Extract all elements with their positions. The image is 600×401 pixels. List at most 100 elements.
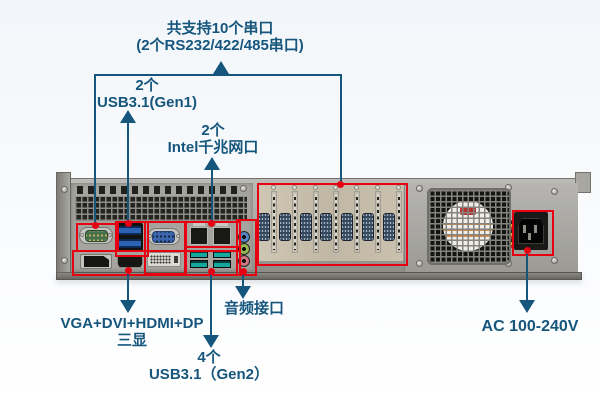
screw-icon (312, 185, 318, 190)
arrow-lan (204, 157, 220, 170)
screw-icon (108, 233, 112, 237)
label-audio: 音频接口 (224, 300, 284, 317)
chassis-bottom-rail (56, 272, 582, 280)
screw-icon (80, 233, 84, 237)
audio-line-in-jack (238, 231, 250, 243)
label-usb-gen1: 2个 USB3.1(Gen1) (97, 77, 197, 111)
bracket-left-line (94, 74, 96, 226)
arrow-audio (235, 286, 251, 299)
screw-icon (61, 257, 68, 264)
screw-icon (354, 185, 360, 190)
ac-pin (534, 225, 537, 233)
audio-mic-jack (238, 255, 250, 267)
expansion-slot (362, 184, 383, 261)
label-usb-gen2: 4个 USB3.1（Gen2） (149, 349, 269, 383)
dot-usb-gen2 (208, 268, 215, 275)
expansion-serial-db9-port (320, 213, 333, 241)
ac-pin (523, 225, 526, 233)
expansion-serial-db9-port (362, 213, 374, 241)
screw-icon (375, 185, 380, 190)
serial-db9-port (85, 230, 108, 242)
screw-icon (395, 185, 401, 190)
highlight-usb-gen1 (115, 221, 149, 257)
expansion-slots (258, 184, 403, 261)
line-display (127, 271, 129, 301)
usb3-gen1-port (119, 239, 141, 248)
audio-line-out-jack (238, 243, 250, 255)
label-usb-gen2-line2: USB3.1（Gen2） (148, 366, 270, 383)
bracket-vent-strip (333, 191, 340, 253)
expansion-serial-db9-port (341, 213, 354, 241)
bracket-vent-strip (291, 191, 298, 253)
usb3-gen2-port (190, 260, 208, 268)
highlight-usb-gen2 (185, 246, 241, 276)
arrow-ac (519, 300, 535, 313)
label-usb-gen2-line1: 4个 (197, 349, 221, 366)
bracket-vent-strip (395, 191, 402, 253)
arrow-display (120, 300, 136, 313)
label-display: VGA+DVI+HDMI+DP 三显 (61, 315, 204, 349)
label-usb-gen1-line1: 2个 (135, 77, 159, 94)
label-lan-line1: 2个 (201, 122, 225, 139)
displayport-port (84, 256, 109, 267)
arrow-usb-gen1 (120, 110, 136, 123)
label-serial-total: 共支持10个串口 (2个RS232/422/485串口) (136, 20, 304, 54)
dot-expansion (337, 181, 344, 188)
label-display-line2: 三显 (116, 332, 147, 349)
label-lan-line2: Intel千兆网口 (167, 139, 259, 156)
label-audio-line1: 音频接口 (223, 300, 285, 317)
vent-slots-row (77, 186, 237, 194)
bracket-vent-strip (312, 191, 319, 253)
highlight-ac-inlet (512, 210, 554, 256)
expansion-slot (320, 184, 341, 261)
dvi-slot (174, 256, 178, 263)
label-lan: 2个 Intel千兆网口 (168, 122, 259, 156)
label-usb-gen1-line2: USB3.1(Gen1) (96, 94, 198, 111)
usb3-gen1-port (119, 226, 141, 235)
expansion-serial-db9-port (258, 213, 270, 241)
screw-icon (240, 185, 247, 192)
line-usb-gen1 (127, 121, 129, 224)
ac-pin (528, 233, 531, 240)
bracket-vent-strip (354, 191, 361, 253)
vga-port (152, 231, 175, 243)
screw-icon (176, 234, 180, 238)
vent-honeycomb (75, 196, 247, 221)
expansion-slot (341, 184, 362, 261)
dvi-pins (150, 255, 171, 264)
label-display-line1: VGA+DVI+HDMI+DP (60, 315, 204, 332)
lan-label-tag (193, 223, 205, 226)
screw-icon (416, 260, 423, 267)
label-ac-power-line1: AC 100-240V (481, 318, 579, 335)
screw-icon (61, 186, 68, 193)
line-audio (242, 271, 244, 287)
label-serial-total-line1: 共支持10个串口 (166, 20, 274, 37)
screw-icon (291, 185, 297, 190)
bracket-right-line (340, 74, 342, 185)
expansion-slot (278, 184, 300, 261)
dot-display (125, 267, 132, 274)
line-ac (526, 251, 528, 301)
screw-icon (271, 185, 276, 190)
dot-audio (240, 268, 247, 275)
expansion-slot (299, 184, 321, 261)
screw-icon (551, 188, 558, 195)
arrow-usb-gen2 (203, 335, 219, 348)
dot-usb-gen1 (125, 220, 132, 227)
rack-ear-right (575, 172, 591, 193)
line-lan (211, 168, 213, 224)
bracket-vent-strip (271, 191, 277, 253)
lan-rj45-port (213, 227, 231, 245)
usb3-gen2-port (213, 260, 231, 268)
rack-ear-left (56, 172, 71, 273)
label-serial-total-line2: (2个RS232/422/485串口) (136, 37, 304, 54)
arrow-serial-total (213, 61, 229, 74)
bracket-horizontal (94, 74, 342, 76)
screw-icon (416, 185, 423, 192)
expansion-slot (382, 184, 404, 261)
bracket-vent-strip (375, 191, 381, 253)
dot-lan (208, 220, 215, 227)
screw-icon (551, 257, 558, 264)
expansion-serial-db9-port (299, 213, 312, 241)
